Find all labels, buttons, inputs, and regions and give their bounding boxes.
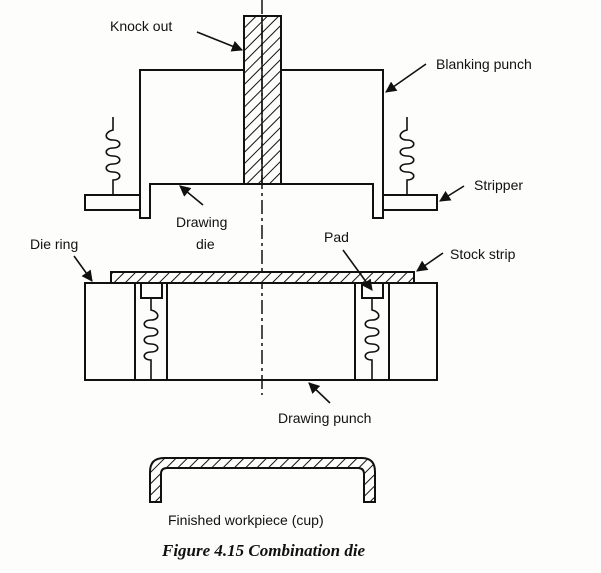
- label-blanking-punch: Blanking punch: [436, 56, 532, 72]
- stripper-left: [84, 194, 141, 211]
- knock-out-leader: [196, 31, 244, 52]
- stripper-leader: [439, 185, 465, 202]
- die-ring-leader: [73, 255, 93, 282]
- label-drawing-die-line2: die: [196, 236, 215, 252]
- label-pad: Pad: [324, 229, 349, 245]
- stock-strip: [110, 271, 415, 284]
- spring-lower-right: [364, 298, 380, 380]
- label-finished-workpiece: Finished workpiece (cup): [168, 512, 324, 528]
- label-die-ring: Die ring: [30, 236, 79, 252]
- pad-leader: [342, 249, 373, 291]
- pad-right: [361, 282, 384, 299]
- spring-upper-left: [105, 117, 121, 195]
- finished-cup: [149, 457, 376, 503]
- stock-strip-leader: [416, 252, 444, 272]
- figure-caption: Figure 4.15 Combination die: [162, 541, 366, 560]
- label-stripper: Stripper: [474, 177, 524, 193]
- label-knock-out: Knock out: [110, 18, 173, 34]
- blanking-punch-leader: [385, 63, 427, 93]
- die-ring: [84, 282, 438, 381]
- drawing-punch-leader: [308, 382, 331, 404]
- drawing-die-leader: [179, 185, 204, 206]
- stripper-right: [382, 194, 438, 211]
- label-drawing-die-line1: Drawing: [176, 214, 228, 230]
- label-drawing-punch: Drawing punch: [278, 410, 372, 426]
- spring-lower-left: [143, 298, 159, 380]
- pad-left: [140, 282, 163, 299]
- spring-upper-right: [399, 117, 415, 195]
- label-stock-strip: Stock strip: [450, 246, 516, 262]
